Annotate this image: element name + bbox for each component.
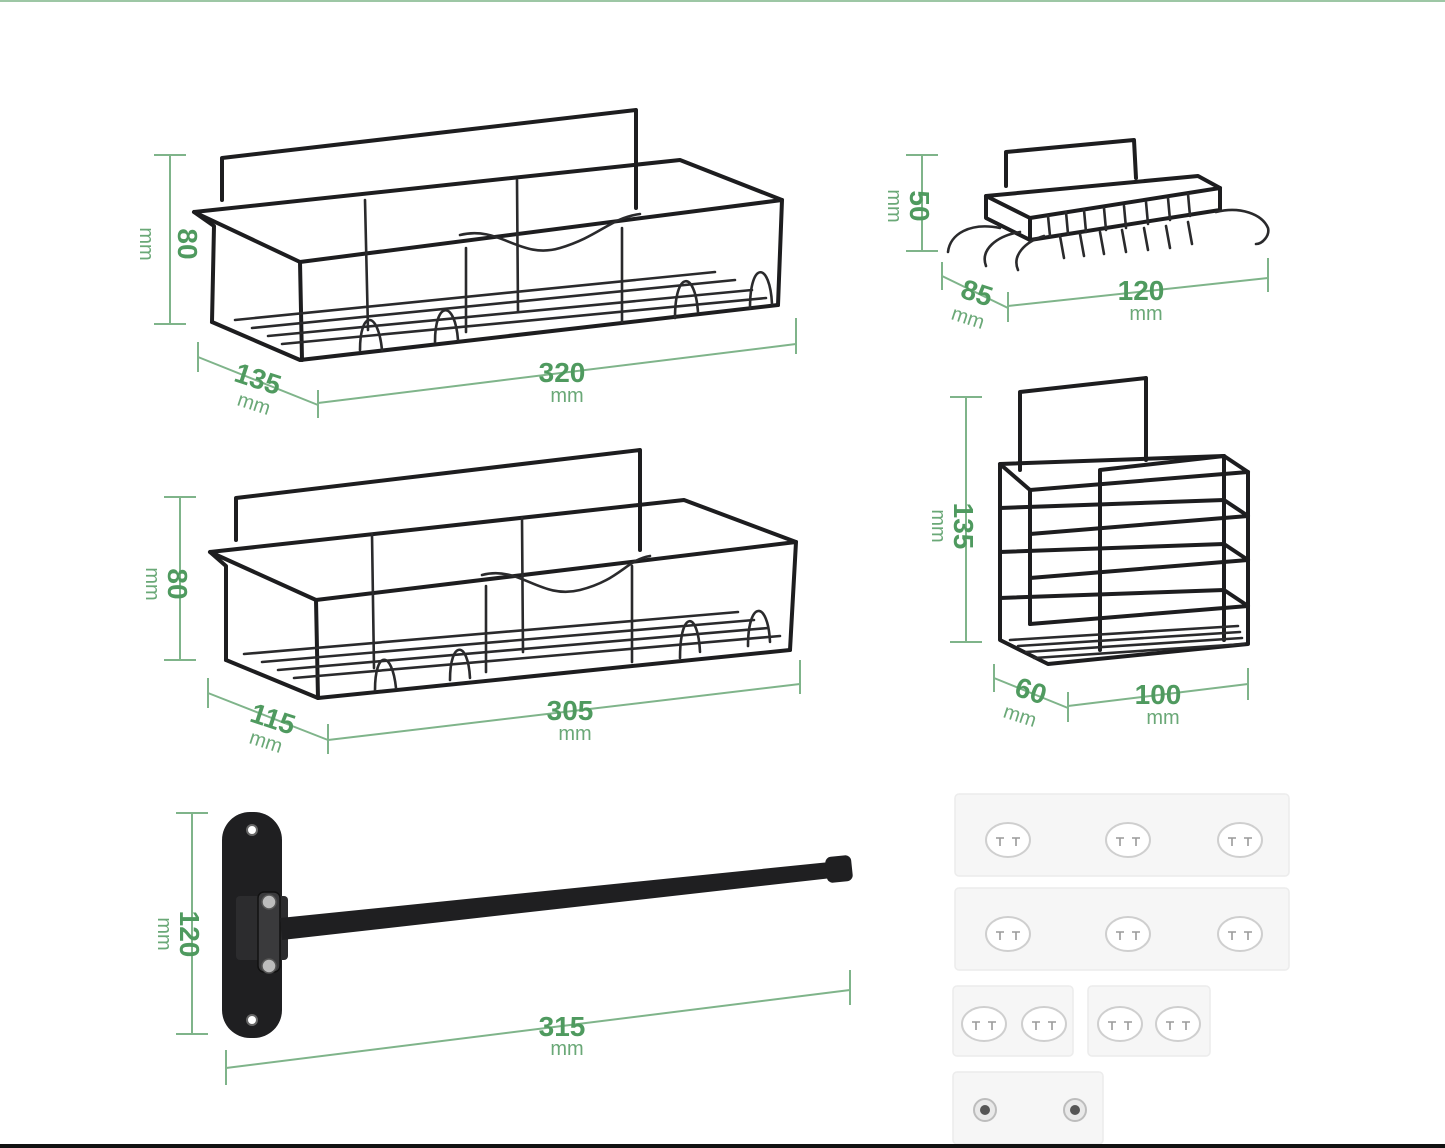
large-basket-height-unit: mm [135, 227, 157, 260]
screw-cap-icon [973, 1098, 997, 1122]
hook-disc-icon [1021, 1006, 1067, 1042]
towel-bar-drawing [222, 812, 853, 1038]
hook-disc-icon [1097, 1006, 1143, 1042]
medium-basket-width-unit: mm [558, 723, 591, 745]
toothbrush-holder: 135 mm 60 mm 100 mm [927, 376, 1250, 732]
soap-holder-width-unit: mm [1129, 303, 1162, 325]
hook-disc-icon [985, 822, 1031, 858]
hook-disc-icon [1217, 916, 1263, 952]
large-basket-height-value: 80 [172, 228, 203, 259]
hook-disc-icon [1217, 822, 1263, 858]
medium-basket: 80 mm 115 mm 305 mm [141, 448, 801, 758]
medium-basket-height-value: 80 [162, 568, 193, 599]
towel-bar-height-value: 120 [174, 911, 205, 958]
bottom-border [0, 1144, 1445, 1148]
toothbrush-holder-width-unit: mm [1146, 707, 1179, 729]
hook-disc-icon [1105, 822, 1151, 858]
towel-bar: 120 mm 315 mm [153, 812, 853, 1085]
medium-basket-width-value: 305 [547, 695, 594, 726]
hook-disc-icon [1105, 916, 1151, 952]
soap-holder-height-value: 50 [904, 190, 935, 221]
towel-bar-height-unit: mm [153, 917, 175, 950]
medium-basket-drawing [208, 448, 798, 700]
medium-basket-height-unit: mm [141, 567, 163, 600]
toothbrush-holder-width-value: 100 [1135, 679, 1182, 710]
soap-holder-drawing [946, 138, 1270, 272]
screw-cap-icon [1063, 1098, 1087, 1122]
toothbrush-holder-drawing [998, 376, 1250, 666]
soap-holder-height-unit: mm [883, 189, 905, 222]
towel-bar-length-value: 315 [539, 1011, 586, 1042]
top-border [0, 0, 1445, 2]
hook-disc-icon [961, 1006, 1007, 1042]
towel-bar-length-unit: mm [550, 1038, 583, 1060]
toothbrush-holder-height-unit: mm [927, 509, 949, 542]
large-basket-width-unit: mm [550, 385, 583, 407]
large-basket-drawing [192, 108, 784, 362]
large-basket: 80 mm 135 mm 320 mm [135, 108, 797, 420]
soap-holder: 50 mm 85 mm 120 mm [883, 138, 1270, 334]
hook-disc-icon [1155, 1006, 1201, 1042]
large-basket-width-value: 320 [539, 357, 586, 388]
adhesive-hook-pad-icon [961, 822, 1263, 1122]
hook-disc-icon [985, 916, 1031, 952]
toothbrush-holder-height-value: 135 [948, 503, 979, 550]
adhesive-pads [952, 793, 1290, 1145]
soap-holder-width-value: 120 [1118, 275, 1165, 306]
